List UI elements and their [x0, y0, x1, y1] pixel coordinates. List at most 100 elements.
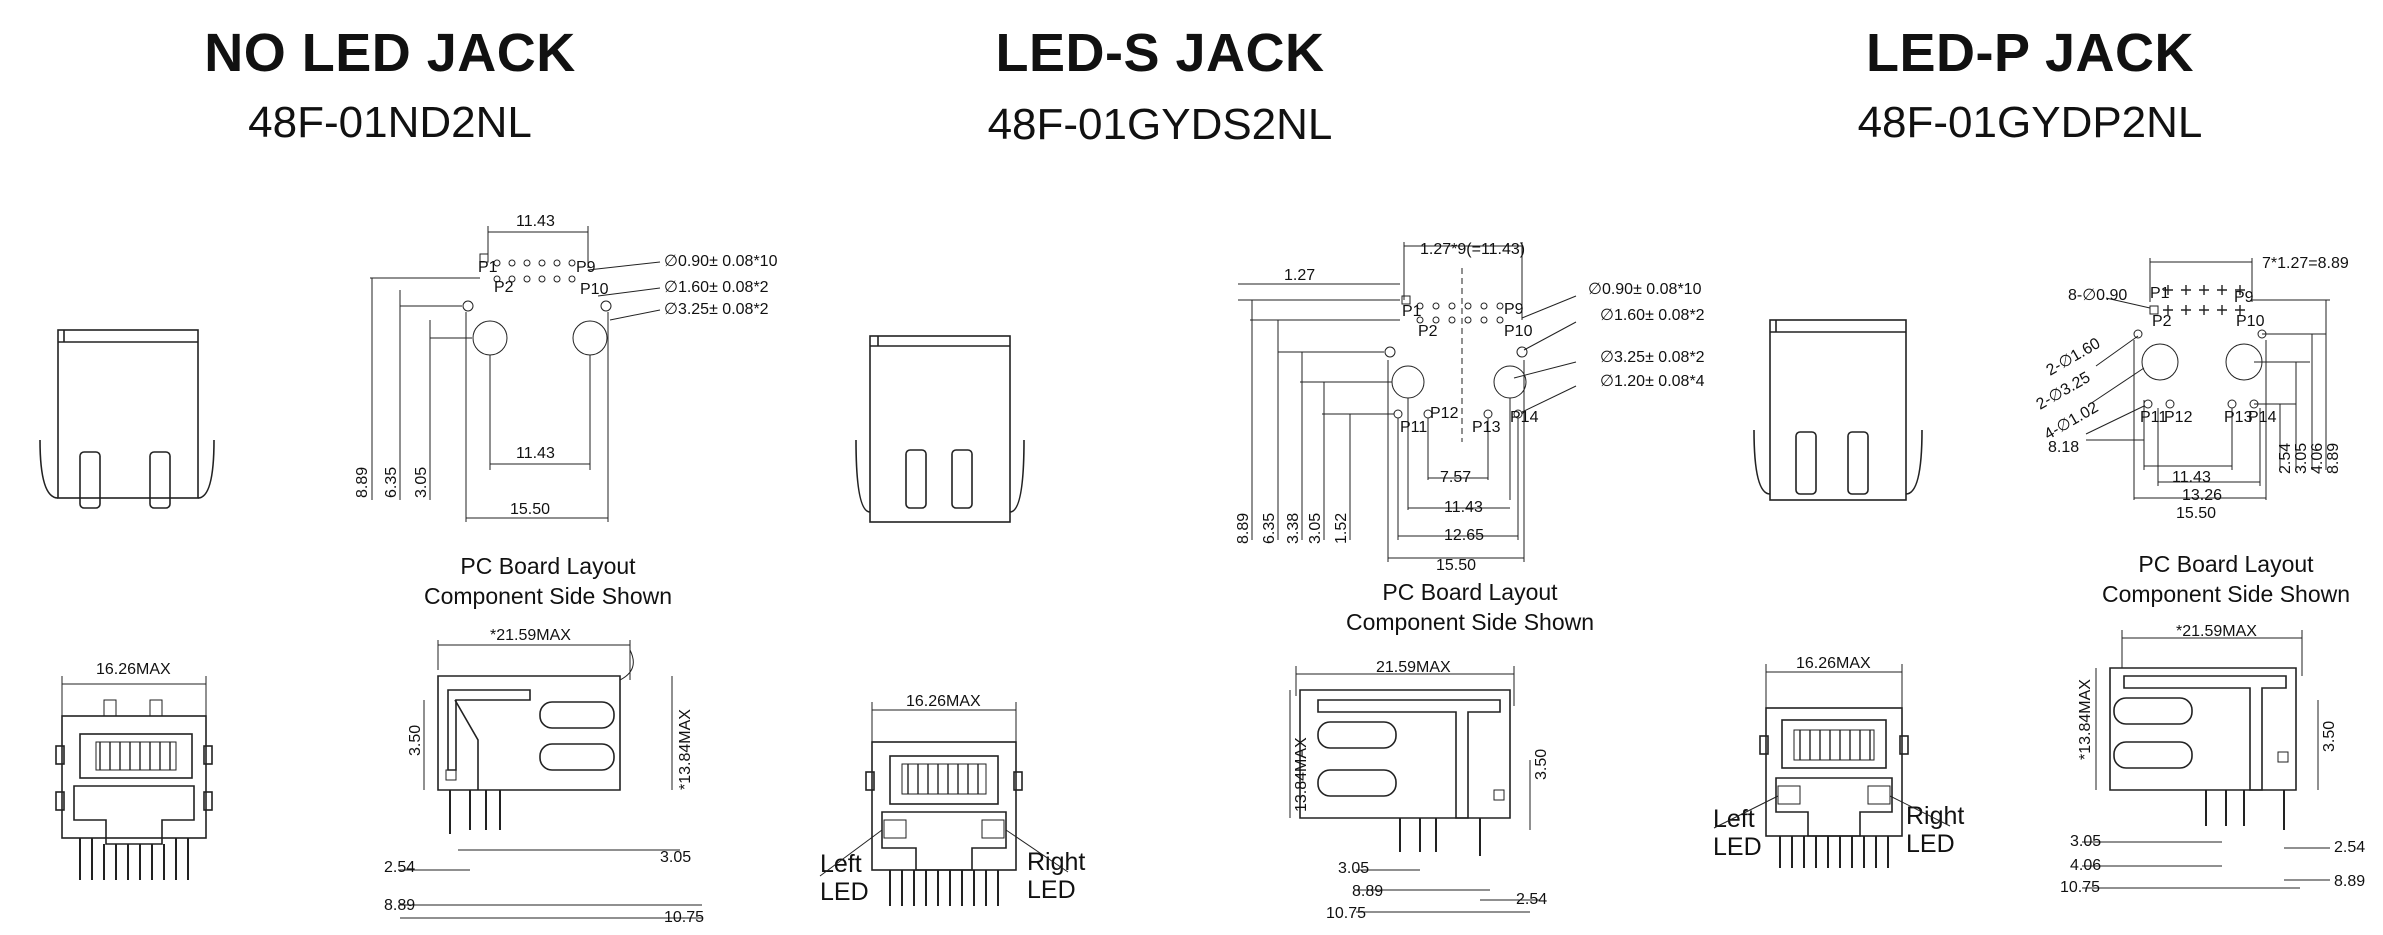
dim-text: 8.89	[1352, 883, 1383, 900]
no-led-jack-side-view	[39, 329, 215, 509]
pin-label: P9	[2234, 289, 2254, 306]
dim-text: ∅0.90± 0.08*10	[664, 253, 778, 270]
caption-line2: Component Side Shown	[1345, 609, 1595, 635]
label-word: Left	[820, 850, 862, 878]
dim-text: 2.54	[2334, 839, 2365, 856]
pin-label: P11	[2140, 409, 2167, 426]
led-p-right-led-label: Right LED	[1906, 802, 1964, 858]
caption-line1: PC Board Layout	[460, 553, 636, 579]
led-p-left-led-label: Left LED	[1713, 805, 1762, 861]
pin-label: P1	[2150, 285, 2170, 302]
label-word: Right	[1027, 848, 1086, 876]
dim-text: 16.26MAX	[906, 693, 981, 710]
dim-text: 1.27	[1284, 267, 1315, 284]
dim-text: ∅1.20± 0.08*4	[1600, 373, 1705, 390]
dim-text: 2.54	[1516, 891, 1547, 908]
pin-label: P10	[2236, 313, 2265, 330]
no-led-jack-front-view	[55, 676, 213, 880]
dim-text: 3.05	[1338, 860, 1369, 877]
dim-text: 3.50	[407, 725, 424, 756]
dim-text: *21.59MAX	[2176, 623, 2257, 640]
caption-line1: PC Board Layout	[2138, 551, 2314, 577]
caption-line1: PC Board Layout	[1382, 579, 1558, 605]
label-word: LED	[820, 878, 869, 906]
dim-text: 15.50	[510, 501, 550, 518]
pin-label: P14	[2248, 409, 2277, 426]
dim-text: 8.89	[2334, 873, 2365, 890]
dim-text: ∅3.25± 0.08*2	[1600, 349, 1705, 366]
pin-label: P2	[1418, 323, 1438, 340]
dim-text: 2-∅1.60	[2044, 335, 2104, 379]
dim-text: 7*1.27=8.89	[2262, 255, 2349, 272]
dim-text: 8.89	[384, 897, 415, 914]
led-s-right-led-label: Right LED	[1027, 848, 1085, 904]
caption-line2: Component Side Shown	[2101, 581, 2351, 607]
led-s-jack-section-view	[1289, 666, 1540, 913]
dim-text: 8.89	[354, 467, 371, 498]
pin-label: P10	[580, 281, 609, 298]
led-s-part-number: 48F-01GYDS2NL	[987, 100, 1333, 149]
dim-text: 4.06	[2309, 443, 2326, 474]
dim-text: 1.52	[1333, 513, 1350, 544]
led-s-jack-side-view	[855, 335, 1025, 523]
dim-text: 15.50	[1436, 557, 1476, 574]
pin-label: P13	[1472, 419, 1501, 436]
led-s-title: LED-S JACK	[995, 23, 1325, 83]
dim-text: 16.26MAX	[96, 661, 171, 678]
dim-text: ∅3.25± 0.08*2	[664, 301, 769, 318]
no-led-pcb-caption: PC Board Layout Component Side Shown	[368, 551, 728, 611]
dim-text: 3.05	[660, 849, 691, 866]
no-led-part-number: 48F-01ND2NL	[248, 98, 532, 147]
dim-text: *21.59MAX	[490, 627, 571, 644]
no-led-pcb-layout	[370, 226, 661, 522]
led-p-jack-front-view	[1713, 664, 1951, 868]
caption-line2: Component Side Shown	[423, 583, 673, 609]
dim-text: 6.35	[1261, 513, 1278, 544]
dim-text: 3.50	[2321, 721, 2338, 752]
led-s-pcb-caption: PC Board Layout Component Side Shown	[1290, 577, 1650, 637]
label-word: LED	[1713, 833, 1762, 861]
dim-text: ∅1.60± 0.08*2	[664, 279, 769, 296]
dim-text: 8.89	[1235, 513, 1252, 544]
led-p-title: LED-P JACK	[1865, 23, 2195, 83]
dim-text: 10.75	[1326, 905, 1366, 922]
led-s-jack-front-view	[819, 702, 1069, 906]
pin-label: P2	[494, 279, 514, 296]
dim-text: 11.43	[516, 213, 555, 230]
dim-text: 10.75	[2060, 879, 2100, 896]
dim-text: ∅0.90± 0.08*10	[1588, 281, 1702, 298]
pin-label: P1	[1402, 303, 1422, 320]
dim-text: 13.84MAX	[1293, 737, 1310, 812]
pin-label: P13	[2224, 409, 2253, 426]
led-p-pcb-layout	[2085, 258, 2330, 500]
pin-label: P12	[1430, 405, 1459, 422]
dim-text: 11.43	[1444, 499, 1483, 516]
dim-text: 3.05	[1307, 513, 1324, 544]
pin-label: P9	[576, 259, 596, 276]
pin-label: P10	[1504, 323, 1533, 340]
no-led-title: NO LED JACK	[204, 23, 576, 83]
dim-text: 8-∅0.90	[2068, 287, 2127, 304]
dim-text: 13.26	[2182, 487, 2222, 504]
dim-text: ∅1.60± 0.08*2	[1600, 307, 1705, 324]
dim-text: 7.57	[1440, 469, 1471, 486]
dim-text: 3.05	[2293, 443, 2310, 474]
led-p-pcb-caption: PC Board Layout Component Side Shown	[2046, 549, 2383, 609]
dim-text: 6.35	[383, 467, 400, 498]
dim-text: 11.43	[516, 445, 555, 462]
label-word: Right	[1906, 802, 1965, 830]
label-word: LED	[1027, 876, 1076, 904]
led-s-left-led-label: Left LED	[820, 850, 869, 906]
dim-text: 2.54	[2277, 443, 2294, 474]
dim-text: *13.84MAX	[677, 709, 694, 790]
pin-label: P11	[1400, 419, 1427, 436]
dim-text: 2.54	[384, 859, 415, 876]
dim-text: 3.38	[1285, 513, 1302, 544]
dim-text: 8.89	[2325, 443, 2342, 474]
led-p-part-number: 48F-01GYDP2NL	[1857, 98, 2203, 147]
dim-text: 4.06	[2070, 857, 2101, 874]
dim-text: 21.59MAX	[1376, 659, 1451, 676]
dim-text: 8.18	[2048, 439, 2079, 456]
label-word: LED	[1906, 830, 1955, 858]
